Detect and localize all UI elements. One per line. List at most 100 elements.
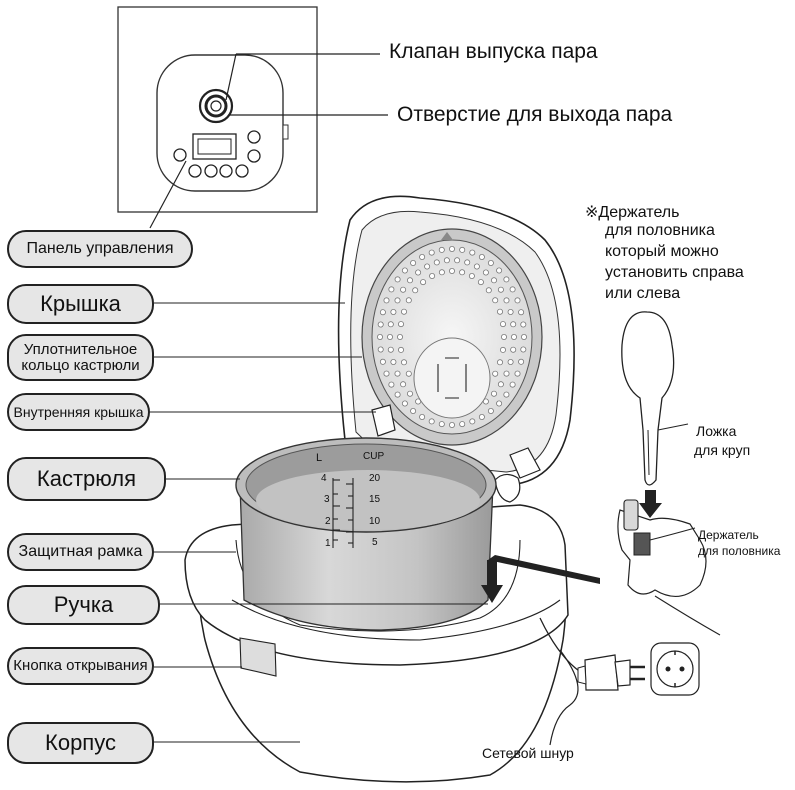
holder-note-line4: установить справа (605, 264, 744, 281)
inner-lid-hole (438, 246, 445, 253)
inner-lid-hole (428, 249, 435, 256)
inner-lid-hole (377, 321, 384, 328)
inner-lid-hole (514, 370, 521, 377)
label-handle-text: Ручка (53, 592, 114, 618)
inner-lid-hole (518, 309, 525, 316)
label-holder-line2: для половника (698, 544, 781, 558)
inner-lid-hole (459, 421, 466, 428)
inner-lid-hole (405, 370, 412, 377)
inner-lid-hole (412, 287, 419, 294)
holder-note-line2: для половника (605, 222, 715, 239)
scale-left-mark-4: 4 (321, 473, 327, 484)
inner-lid-hole (400, 286, 407, 293)
inner-lid-hole (383, 370, 390, 377)
label-control-panel: Панель управления (7, 230, 193, 268)
inner-lid-hole (377, 346, 384, 353)
inner-lid-hole (496, 267, 503, 274)
inner-lid-hole (415, 269, 422, 276)
inner-lid-hole (448, 267, 455, 274)
inner-lid-hole (490, 390, 497, 397)
inner-lid-hole (492, 297, 499, 304)
inner-lid-hole (464, 259, 471, 266)
inner-lid-hole (397, 346, 404, 353)
inner-lid-hole (487, 407, 494, 414)
inner-lid-hole (406, 390, 413, 397)
label-control-panel-text: Панель управления (26, 239, 174, 257)
inner-lid-hole (477, 279, 484, 286)
label-body-text: Корпус (45, 730, 116, 756)
inner-lid-hole (478, 413, 485, 420)
inner-lid-hole (499, 346, 506, 353)
inner-lid-hole (438, 269, 445, 276)
inner-lid-hole (400, 381, 407, 388)
label-lid-text: Крышка (40, 291, 121, 317)
power-cord-illustration (539, 617, 700, 746)
inner-lid-hole (490, 277, 497, 284)
inner-lid-hole (394, 276, 401, 283)
inner-lid-hole (509, 381, 516, 388)
inner-pot (235, 437, 600, 631)
inner-lid-hole (394, 370, 401, 377)
label-inner-lid-text: Внутренняя крышка (13, 403, 144, 420)
label-open-button: Кнопка открывания (7, 647, 154, 685)
label-protective-frame: Защитная рамка (7, 533, 154, 571)
label-seal-ring-line2: кольцо кастрюли (21, 356, 140, 374)
label-steam-outlet: Отверстие для выхода пара (397, 103, 673, 126)
inner-lid-hole (396, 333, 403, 340)
inner-lid-hole (520, 321, 527, 328)
inner-lid-hole (420, 279, 427, 286)
inner-lid-hole (448, 421, 455, 428)
inner-lid-hole (429, 272, 436, 279)
inner-lid-hole (387, 321, 394, 328)
inner-lid-hole (376, 333, 383, 340)
inner-lid-hole (496, 308, 503, 315)
inner-lid-hole (410, 259, 417, 266)
inner-lid-hole (499, 321, 506, 328)
scale-unit-right: CUP (363, 451, 385, 462)
inner-lid-hole (469, 418, 476, 425)
inner-lid-hole (503, 391, 510, 398)
inner-lid-hole (510, 333, 517, 340)
label-spoon-line1: Ложка (696, 423, 737, 439)
inner-lid-hole (379, 358, 386, 365)
inner-lid-hole (497, 381, 504, 388)
label-pot: Кастрюля (7, 457, 166, 501)
inner-lid-hole (507, 308, 514, 315)
inner-lid-hole (379, 309, 386, 316)
inner-lid-hole (397, 321, 404, 328)
inner-lid-hole (386, 333, 393, 340)
label-steam-valve: Клапан выпуска пара (389, 40, 598, 63)
inner-lid-hole (510, 321, 517, 328)
inner-lid-hole (405, 297, 412, 304)
inner-lid-hole (419, 413, 426, 420)
label-seal-ring-line1: Уплотнительное (23, 340, 138, 358)
inner-lid-hole (433, 259, 440, 266)
scale-right-mark-5: 5 (372, 537, 378, 548)
inner-lid-hole (496, 400, 503, 407)
label-lid: Крышка (7, 284, 154, 324)
inner-lid-hole (388, 286, 395, 293)
inner-lid-hole (478, 253, 485, 260)
inner-lid-hole (383, 297, 390, 304)
scale-left-mark-3: 3 (324, 494, 330, 505)
inner-lid-hole (500, 333, 507, 340)
inner-lid-hole (482, 269, 489, 276)
inner-lid-hole (469, 249, 476, 256)
label-protective-frame-text: Защитная рамка (18, 542, 143, 560)
inner-lid-hole (401, 400, 408, 407)
inner-lid-hole (503, 297, 510, 304)
inner-lid-hole (485, 287, 492, 294)
inner-lid-hole (520, 346, 527, 353)
inner-lid-hole (514, 297, 521, 304)
inner-lid-hole (507, 358, 514, 365)
scale-right-mark-10: 10 (369, 516, 381, 527)
inner-lid-hole (487, 259, 494, 266)
inner-lid-hole (424, 263, 431, 270)
inner-lid-hole (497, 286, 504, 293)
inner-lid-hole (454, 257, 461, 264)
inner-lid-hole (496, 359, 503, 366)
pot-scale-ticks (332, 478, 354, 548)
inner-lid-hole (428, 418, 435, 425)
inner-lid-hole (390, 308, 397, 315)
inner-lid-hole (394, 297, 401, 304)
